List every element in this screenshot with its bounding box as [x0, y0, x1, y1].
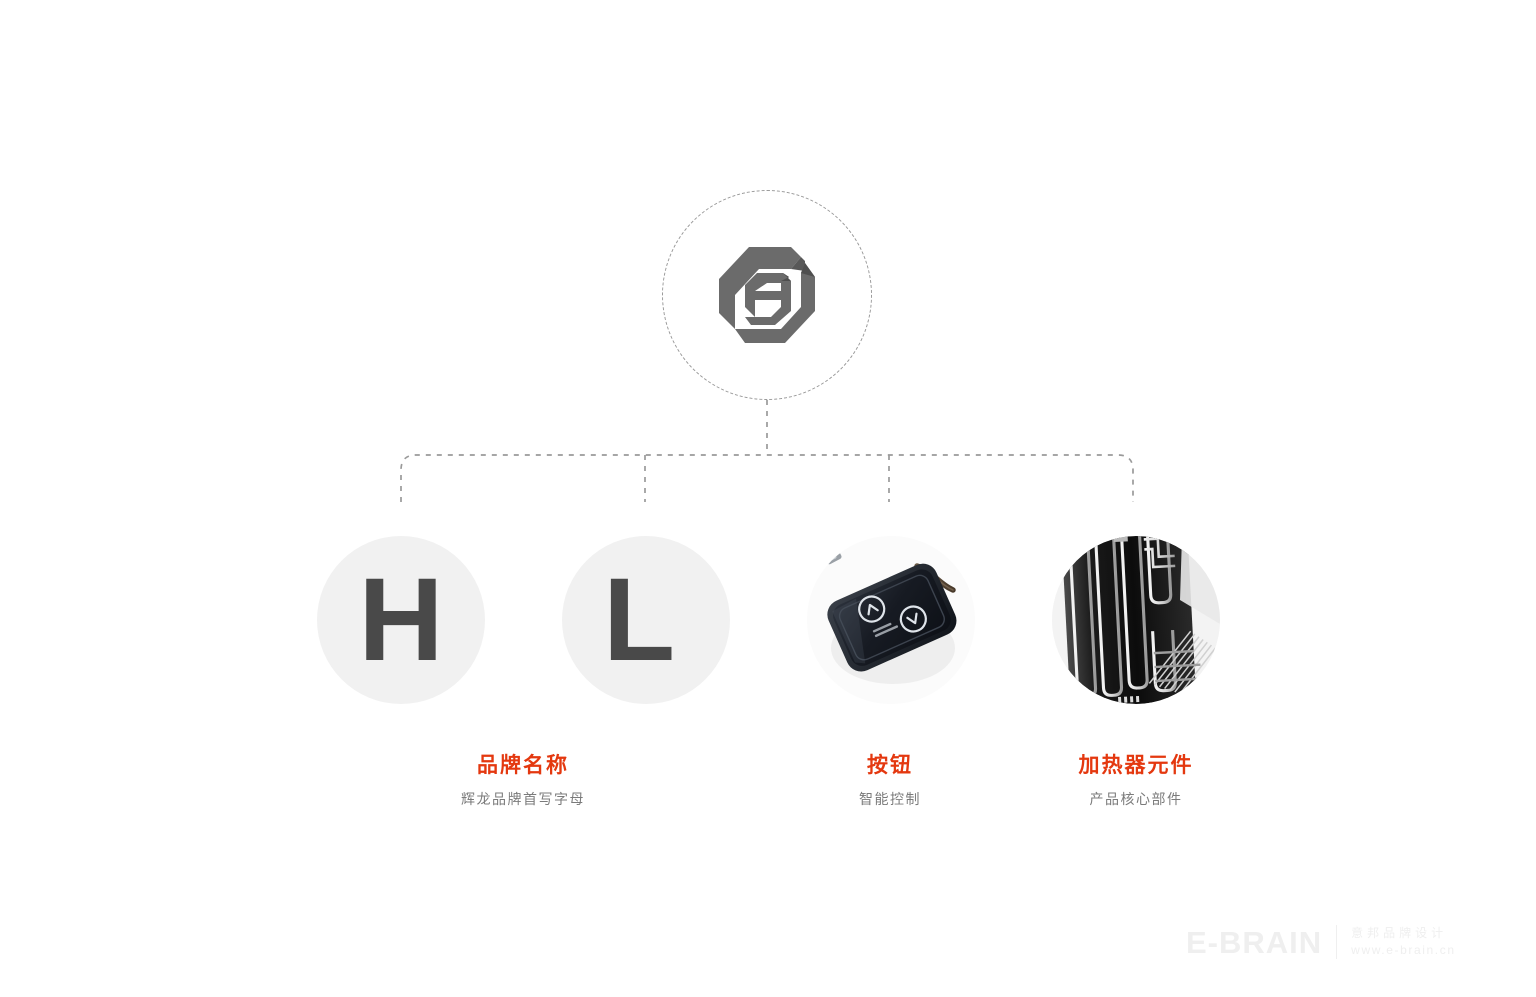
watermark-divider — [1336, 925, 1338, 959]
letter-h-glyph: H — [358, 554, 444, 686]
caption-brand-name-subtitle: 辉龙品牌首写字母 — [461, 791, 585, 808]
connector-bus — [400, 454, 1134, 502]
element-node-letter-l: L — [562, 536, 730, 704]
logo-node — [662, 190, 872, 400]
watermark-right: 意邦品牌设计 www.e-brain.cn — [1351, 925, 1455, 959]
caption-button-subtitle: 智能控制 — [859, 791, 921, 808]
watermark-url: www.e-brain.cn — [1351, 943, 1456, 957]
caption-button: 按钮 智能控制 — [740, 752, 1040, 808]
watermark-cn-name: 意邦品牌设计 — [1351, 926, 1448, 941]
caption-brand-name: 品牌名称 辉龙品牌首写字母 — [373, 752, 673, 808]
element-node-letter-h: H — [317, 536, 485, 704]
caption-heater-title: 加热器元件 — [1078, 754, 1194, 777]
serpentine-heater-element-trace-icon — [1052, 536, 1220, 704]
letter-l-glyph: L — [602, 554, 676, 686]
caption-heater-subtitle: 产品核心部件 — [1089, 791, 1183, 808]
hl-interlocking-hexagon-logo-icon — [719, 247, 815, 343]
heater-photo — [1052, 536, 1220, 704]
black-two-button-remote-controller-icon — [807, 536, 975, 704]
element-node-button-remote — [807, 536, 975, 704]
watermark-brand: E-BRAIN — [1186, 924, 1323, 960]
caption-button-title: 按钮 — [867, 754, 913, 777]
element-row: H L — [0, 536, 1536, 706]
element-node-heater — [1052, 536, 1220, 704]
caption-heater: 加热器元件 产品核心部件 — [986, 752, 1286, 808]
caption-brand-name-title: 品牌名称 — [477, 754, 569, 777]
remote-photo — [807, 536, 975, 704]
watermark: E-BRAIN 意邦品牌设计 www.e-brain.cn — [1186, 925, 1456, 959]
